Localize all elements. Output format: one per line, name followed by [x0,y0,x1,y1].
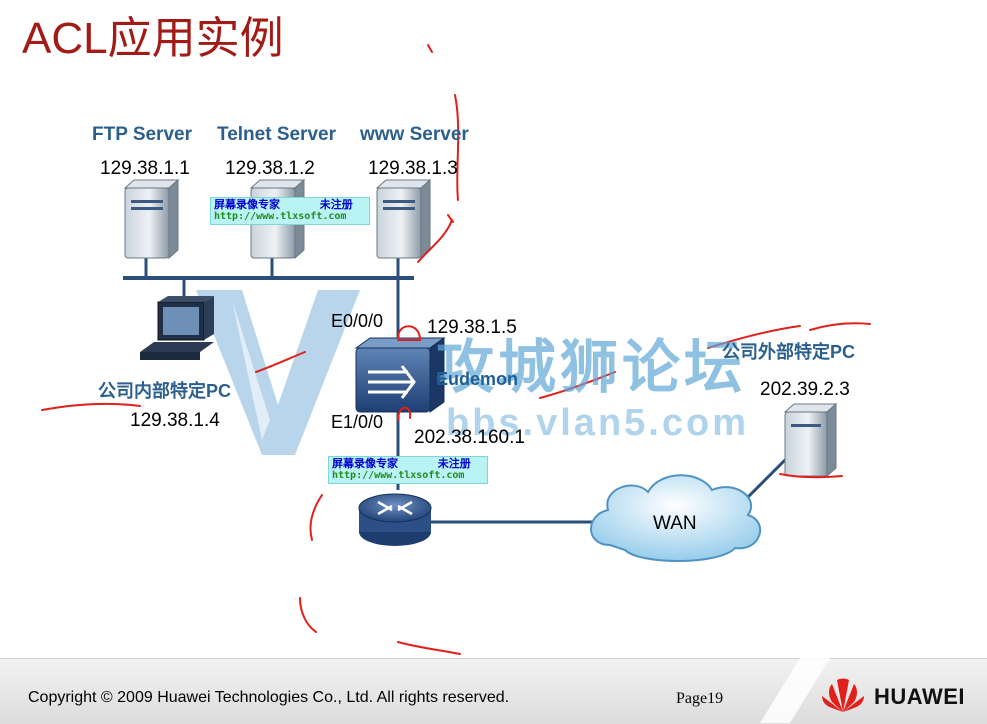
firewall-top-interface: E0/0/0 [331,311,384,331]
recorder-watermark-url: http://www.tlxsoft.com [332,470,465,481]
wan-label: WAN [653,513,697,534]
page-number: Page19 [676,690,724,707]
slide-title: ACL应用实例 [22,14,284,63]
ftp-server-ip: 129.38.1.1 [100,158,190,179]
firewall-top-ip: 129.38.1.5 [427,317,517,338]
footer-divider [760,658,830,723]
firewall-bottom-interface: E1/0/0 [331,412,384,432]
www-server-icon [375,178,432,260]
ftp-server-label: FTP Server [92,124,192,145]
red-annotation-marks [41,44,871,676]
telnet-server-ip: 129.38.1.2 [225,158,315,179]
huawei-logo-icon [822,678,864,712]
www-server-ip: 129.38.1.3 [368,158,458,179]
www-server-label: www Server [360,124,469,145]
recorder-watermark-url: http://www.tlxsoft.com [214,211,347,222]
firewall-name: Eudemon [436,369,519,389]
internal-pc-ip: 129.38.1.4 [130,410,220,431]
recorder-watermark-title: 屏幕录像专家 未注册 [332,457,471,470]
copyright-text: Copyright © 2009 Huawei Technologies Co.… [28,689,510,706]
wan-cloud-icon [590,474,761,562]
firewall-icon [354,337,446,413]
huawei-brand: HUAWEI [874,684,965,709]
recorder-watermark: 屏幕录像专家 未注册 http://www.tlxsoft.com [210,197,370,225]
internal-pc-icon [140,296,214,360]
external-pc-ip: 202.39.2.3 [760,379,850,400]
telnet-server-label: Telnet Server [217,124,336,145]
external-pc-label: 公司外部特定PC [722,342,856,362]
internal-pc-label: 公司内部特定PC [98,381,232,401]
external-pc-icon [783,402,838,478]
v-watermark-logo [196,290,360,455]
forum-watermark: 攻城狮论坛 [436,335,747,400]
router-icon [358,493,432,546]
ftp-server-icon [123,178,180,260]
firewall-bottom-ip: 202.38.160.1 [414,427,525,448]
recorder-watermark: 屏幕录像专家 未注册 http://www.tlxsoft.com [328,456,488,484]
recorder-watermark-title: 屏幕录像专家 未注册 [214,198,353,211]
forum-url-watermark: bbs.vlan5.com [446,402,749,444]
